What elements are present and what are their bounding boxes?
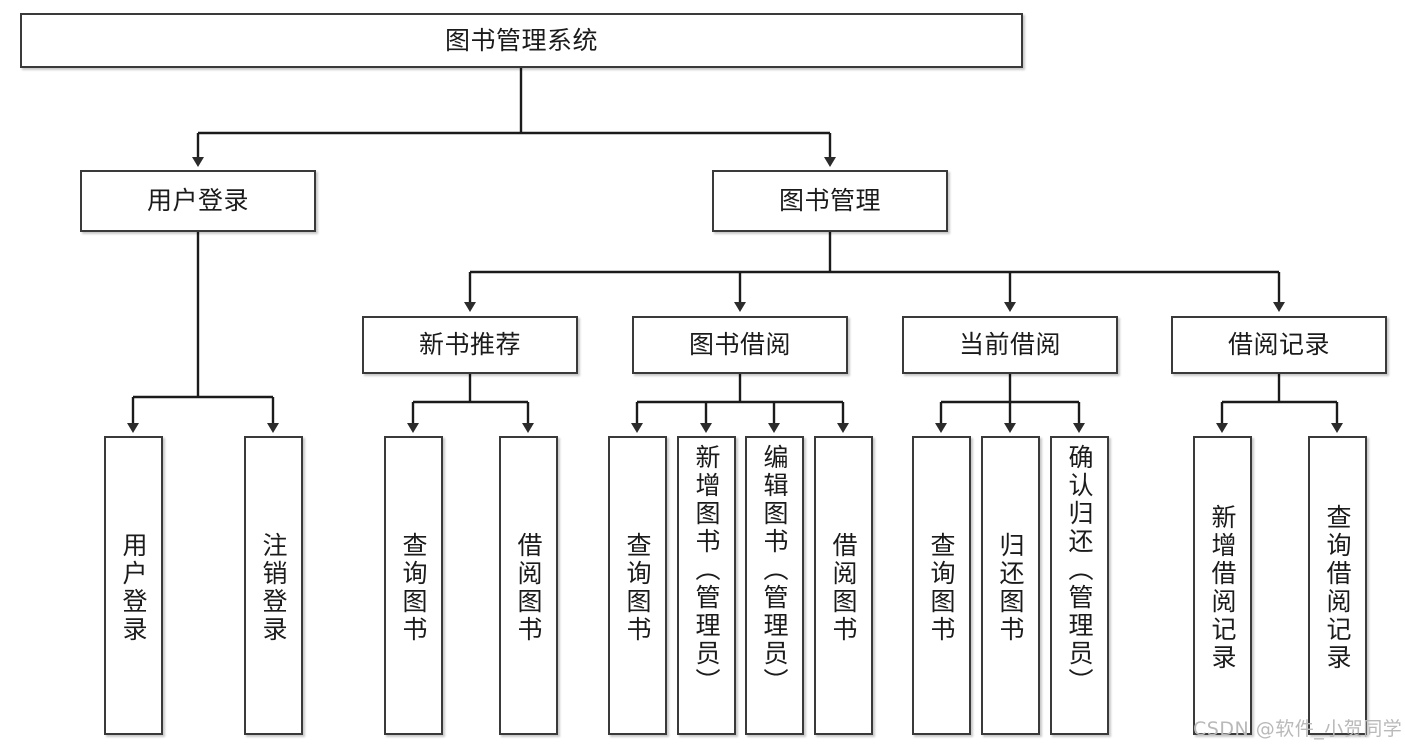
leaf-borrow-book-2[interactable]: 借阅图书	[814, 436, 873, 735]
leaf-add-book[interactable]: 新增图书（管理员）	[677, 436, 736, 735]
leaf-return-book-label: 归还图书	[996, 531, 1025, 644]
node-root-label: 图书管理系统	[444, 25, 598, 55]
node-user-login[interactable]: 用户登录	[80, 170, 316, 232]
node-borrow-record[interactable]: 借阅记录	[1171, 316, 1387, 374]
node-new-book-rec-label: 新书推荐	[418, 330, 521, 360]
leaf-confirm-return[interactable]: 确认归还（管理员）	[1050, 436, 1109, 735]
leaf-return-book-wrap: 归还图书	[983, 442, 1038, 733]
leaf-query-book-3-label: 查询图书	[927, 531, 956, 644]
leaf-borrow-book-2-wrap: 借阅图书	[816, 442, 871, 733]
leaf-user-login-label: 用户登录	[119, 531, 148, 644]
leaf-query-book-1-wrap: 查询图书	[386, 442, 441, 733]
leaf-add-record-label: 新增借阅记录	[1208, 503, 1237, 672]
leaf-user-login[interactable]: 用户登录	[104, 436, 163, 735]
leaf-confirm-return-label: 确认归还（管理员）	[1065, 444, 1094, 696]
leaf-return-book[interactable]: 归还图书	[981, 436, 1040, 735]
leaf-edit-book[interactable]: 编辑图书（管理员）	[745, 436, 804, 735]
leaf-add-record-wrap: 新增借阅记录	[1195, 442, 1250, 733]
node-borrow-record-label: 借阅记录	[1227, 330, 1330, 360]
node-current-borrow-label: 当前借阅	[958, 330, 1061, 360]
leaf-borrow-book-2-label: 借阅图书	[829, 531, 858, 644]
leaf-borrow-book-1-label: 借阅图书	[514, 531, 543, 644]
leaf-user-logout[interactable]: 注销登录	[244, 436, 303, 735]
leaf-add-book-wrap: 新增图书（管理员）	[679, 442, 734, 733]
leaf-borrow-book-1[interactable]: 借阅图书	[499, 436, 558, 735]
leaf-edit-book-wrap: 编辑图书（管理员）	[747, 442, 802, 733]
leaf-borrow-book-1-wrap: 借阅图书	[501, 442, 556, 733]
leaf-query-book-1[interactable]: 查询图书	[384, 436, 443, 735]
leaf-confirm-return-wrap: 确认归还（管理员）	[1052, 442, 1107, 733]
leaf-add-book-label: 新增图书（管理员）	[692, 444, 721, 696]
node-book-borrow[interactable]: 图书借阅	[632, 316, 848, 374]
node-book-mgmt[interactable]: 图书管理	[712, 170, 948, 232]
leaf-query-book-3[interactable]: 查询图书	[912, 436, 971, 735]
leaf-query-book-3-wrap: 查询图书	[914, 442, 969, 733]
node-root[interactable]: 图书管理系统	[20, 13, 1023, 68]
leaf-user-logout-label: 注销登录	[259, 531, 288, 644]
leaf-query-book-2-wrap: 查询图书	[610, 442, 665, 733]
leaf-user-logout-wrap: 注销登录	[246, 442, 301, 733]
leaf-add-record[interactable]: 新增借阅记录	[1193, 436, 1252, 735]
node-current-borrow[interactable]: 当前借阅	[902, 316, 1118, 374]
leaf-query-record-label: 查询借阅记录	[1323, 503, 1352, 672]
leaf-edit-book-label: 编辑图书（管理员）	[760, 444, 789, 696]
leaf-query-book-1-label: 查询图书	[399, 531, 428, 644]
node-book-mgmt-label: 图书管理	[778, 186, 881, 216]
node-user-login-label: 用户登录	[146, 186, 249, 216]
leaf-query-record-wrap: 查询借阅记录	[1310, 442, 1365, 733]
watermark: CSDN @软件_小贺同学	[1193, 718, 1403, 740]
leaf-query-record[interactable]: 查询借阅记录	[1308, 436, 1367, 735]
node-book-borrow-label: 图书借阅	[688, 330, 791, 360]
node-new-book-rec[interactable]: 新书推荐	[362, 316, 578, 374]
leaf-query-book-2[interactable]: 查询图书	[608, 436, 667, 735]
leaf-user-login-wrap: 用户登录	[106, 442, 161, 733]
leaf-query-book-2-label: 查询图书	[623, 531, 652, 644]
